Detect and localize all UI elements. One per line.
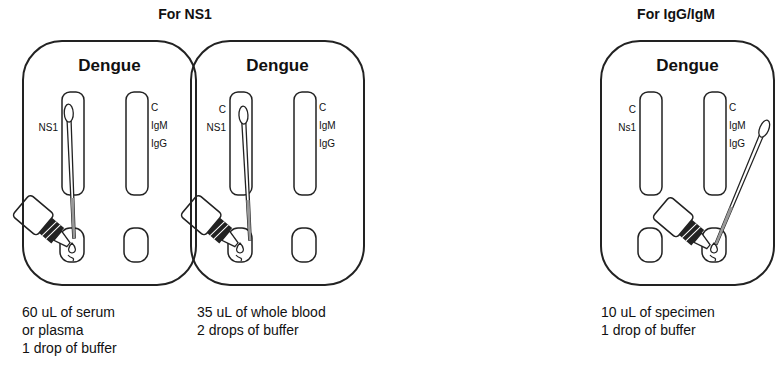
instruction-text: or plasma <box>22 322 83 338</box>
instruction-text: 60 uL of serum <box>22 304 115 320</box>
strip-marker: Ns1 <box>618 122 636 134</box>
section-heading: For NS1 <box>158 6 212 22</box>
strip-marker: IgG <box>729 138 745 150</box>
cassette-brand: Dengue <box>192 42 363 76</box>
cassette-brand: Dengue <box>602 42 773 76</box>
strip-marker: C <box>729 102 736 114</box>
section-heading: For IgG/IgM <box>637 6 715 22</box>
test-cassette: Dengue <box>190 40 365 286</box>
strip-marker: IgM <box>151 120 168 132</box>
strip-marker: IgG <box>319 138 335 150</box>
strip-marker: NS1 <box>207 122 226 134</box>
instruction-text: 10 uL of specimen <box>601 304 715 320</box>
strip-marker: IgG <box>151 138 167 150</box>
strip-marker: IgM <box>729 120 746 132</box>
strip-marker: C <box>151 102 158 114</box>
strip-marker: C <box>629 104 636 116</box>
strip-marker: C <box>319 102 326 114</box>
strip-marker: NS1 <box>39 122 58 134</box>
instruction-text: 2 drops of buffer <box>197 322 299 338</box>
test-cassette: Dengue <box>600 40 775 286</box>
strip-marker: IgM <box>319 120 336 132</box>
strip-marker: C <box>219 104 226 116</box>
instruction-text: 1 drop of buffer <box>22 340 117 356</box>
instruction-text: 35 uL of whole blood <box>197 304 326 320</box>
test-cassette: Dengue <box>22 40 197 286</box>
instruction-text: 1 drop of buffer <box>601 322 696 338</box>
cassette-brand: Dengue <box>24 42 195 76</box>
